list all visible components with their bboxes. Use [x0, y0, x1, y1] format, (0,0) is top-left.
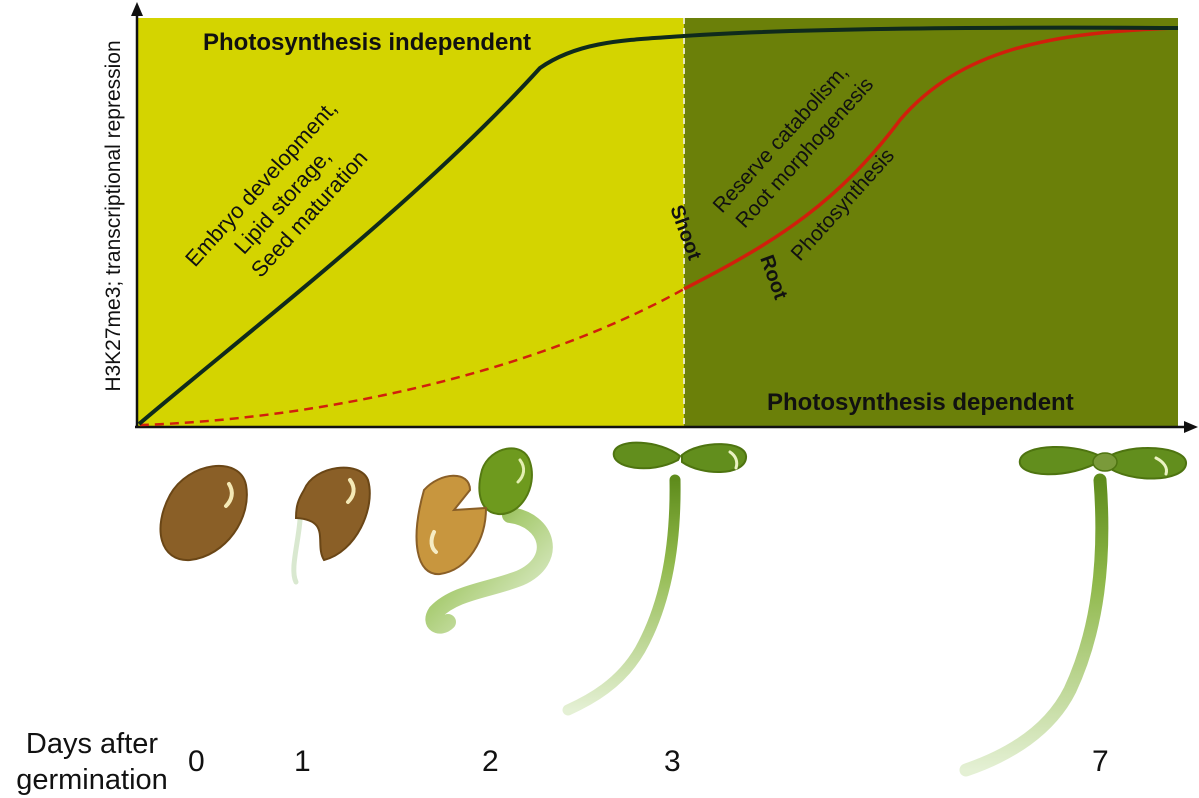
germinating-seed-icon — [291, 466, 371, 585]
seedling-emergence-icon — [415, 447, 553, 634]
region-label-dependent: Photosynthesis dependent — [767, 389, 1074, 416]
shoot-curve — [137, 25, 1179, 426]
day-label-2: 2 — [482, 745, 499, 778]
root-curve-solid — [683, 26, 1179, 291]
day-label-0: 0 — [188, 745, 205, 778]
dry-seed-icon — [159, 464, 248, 562]
photosynthesis-independent-region — [137, 18, 684, 426]
y-axis-arrowhead — [131, 2, 143, 16]
day-label-7: 7 — [1092, 745, 1109, 778]
root-curve-dashed — [139, 287, 685, 427]
young-seedling-icon — [562, 441, 748, 716]
photosynthesis-dependent-region — [684, 18, 1178, 426]
x-axis-label-line-1: Days after — [25, 728, 159, 760]
y-axis-label: H3K27me3; transcriptional repression — [102, 40, 125, 391]
day-label-1: 1 — [294, 745, 311, 778]
day-label-3: 3 — [664, 745, 681, 778]
established-seedling-icon — [959, 445, 1188, 777]
x-axis-arrowhead — [1184, 421, 1198, 433]
x-axis-label-line-2: germination — [16, 764, 168, 796]
x-axis-label: Days after germination — [4, 726, 180, 798]
region-label-independent: Photosynthesis independent — [203, 29, 531, 56]
